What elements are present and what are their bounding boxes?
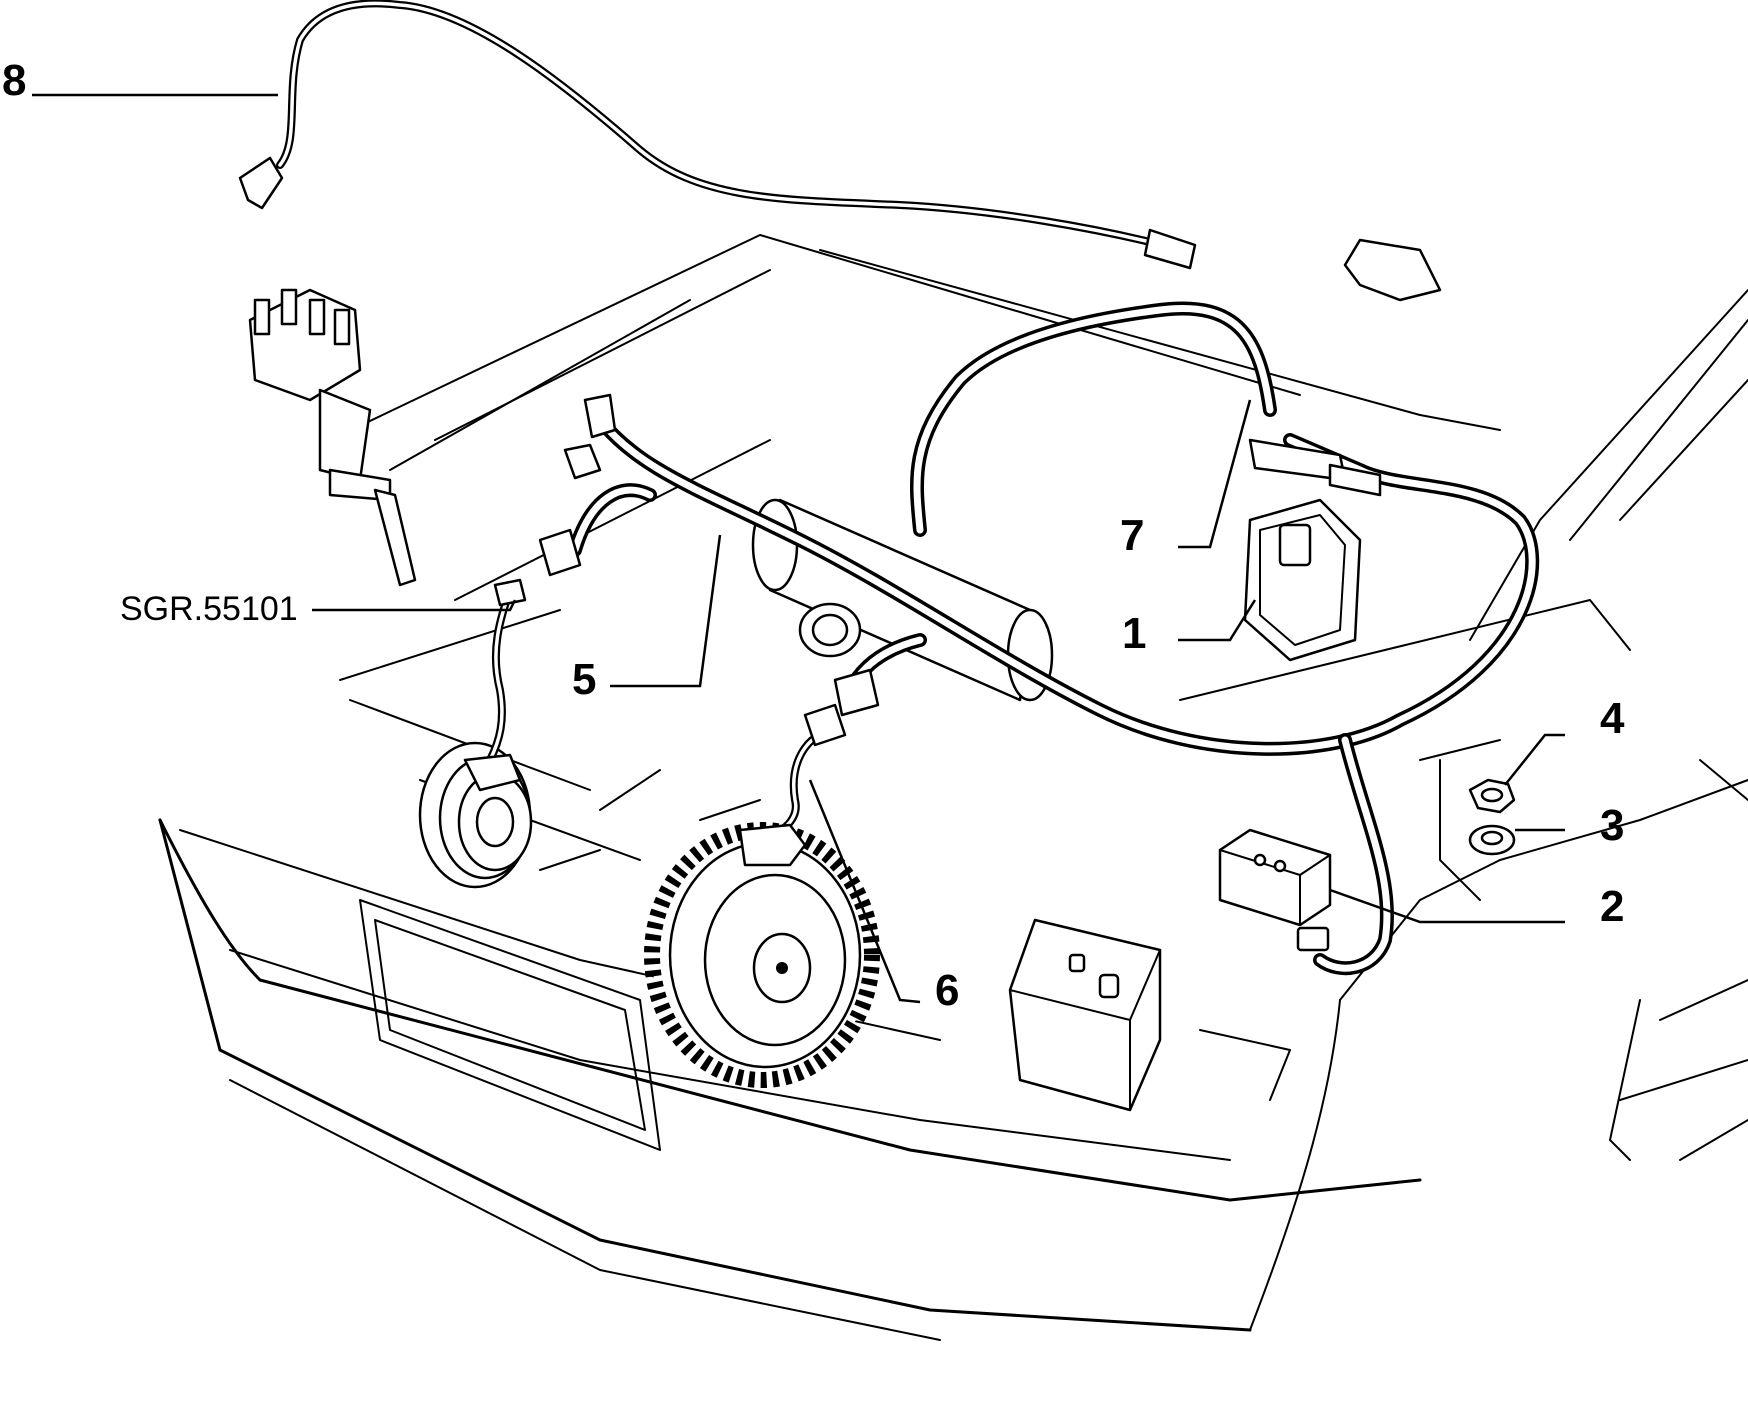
distributor — [248, 288, 417, 587]
main-harness — [538, 393, 1540, 976]
ecu-unit — [1243, 438, 1382, 662]
ht-cable — [238, 0, 1442, 302]
ignition-module — [1218, 828, 1332, 952]
crank-sensor — [738, 703, 847, 867]
washer — [1468, 824, 1516, 856]
callout-4: 4 — [1600, 694, 1625, 743]
callout-8: 8 — [2, 56, 26, 105]
callout-3: 3 — [1600, 801, 1624, 850]
car-body-outline — [158, 234, 1748, 1341]
callout-2: 2 — [1600, 882, 1624, 931]
flywheel — [644, 822, 880, 1088]
callout-1: 1 — [1122, 609, 1146, 658]
leader-lines — [32, 93, 1565, 1004]
callout-5: 5 — [572, 655, 596, 704]
callout-7: 7 — [1120, 511, 1144, 560]
ecu-harness — [909, 301, 1277, 537]
reference-label-sgr: SGR.55101 — [120, 590, 298, 628]
sensor-sgr — [463, 578, 527, 792]
callout-6: 6 — [935, 966, 959, 1015]
nut — [1468, 778, 1516, 814]
